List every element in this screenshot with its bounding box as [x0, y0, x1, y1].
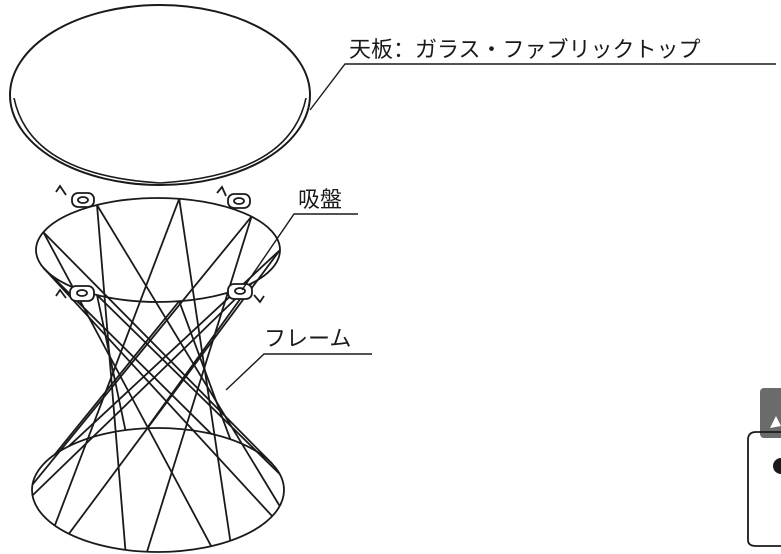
- bullet-icon: [773, 458, 781, 474]
- suction-cup-back-left: [55, 184, 95, 208]
- label-frame: フレーム: [264, 327, 351, 352]
- frame-wire: [68, 249, 281, 447]
- frame-wire: [42, 231, 273, 465]
- frame-wire: [31, 216, 253, 486]
- frame-wire: [42, 267, 273, 517]
- frame: [31, 197, 285, 553]
- frame-wire: [146, 216, 253, 553]
- suction-cup-front-left: [55, 285, 95, 302]
- leader-frame: [225, 353, 372, 391]
- leader-lines: [225, 63, 776, 391]
- leader-top: [309, 63, 776, 111]
- frame-wire: [178, 198, 232, 541]
- frame-wire: [42, 231, 212, 547]
- warning-box: [747, 388, 781, 547]
- suction-cup-front-right: [227, 283, 265, 304]
- label-top: 天板：ガラス・ファブリックトップ: [349, 38, 701, 63]
- leader-suction: [241, 213, 358, 291]
- frame-wire: [54, 300, 180, 455]
- warning-triangle-icon: [770, 416, 781, 428]
- warning-box-border: [747, 431, 781, 547]
- label-suction: 吸盤: [298, 188, 342, 213]
- suction-cup-back-right: [216, 185, 251, 209]
- frame-wire: [31, 282, 253, 497]
- suction-cups: [55, 184, 265, 304]
- warning-tab: [760, 388, 781, 438]
- frame-wire: [53, 198, 181, 526]
- table-top: [9, 4, 311, 186]
- frame-wire: [96, 294, 127, 431]
- frame-wire: [96, 294, 281, 475]
- frame-wire: [96, 204, 281, 507]
